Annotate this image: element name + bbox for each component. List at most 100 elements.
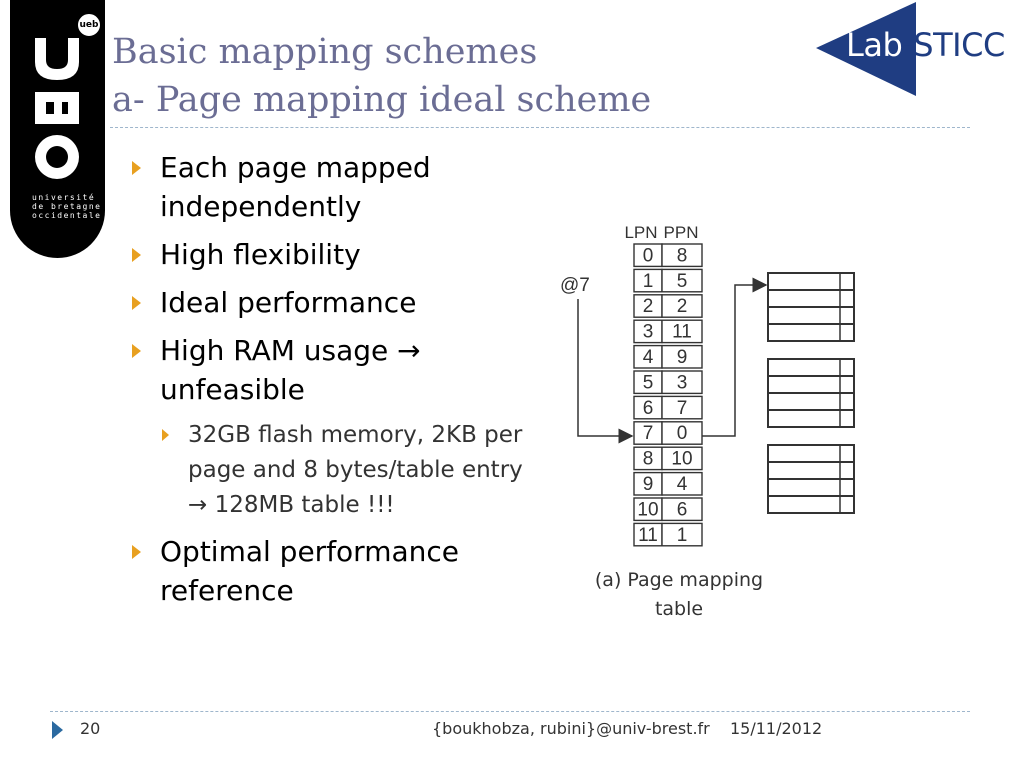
flash-page bbox=[767, 289, 855, 308]
ppn-value: 1 bbox=[677, 525, 688, 546]
flash-page bbox=[767, 495, 855, 514]
ppn-value: 2 bbox=[677, 296, 688, 317]
footer-divider bbox=[50, 711, 970, 712]
ppn-cell bbox=[661, 319, 703, 344]
flash-page bbox=[767, 306, 855, 325]
ppn-value: 0 bbox=[677, 423, 688, 444]
flash-page bbox=[767, 392, 855, 411]
ppn-cell bbox=[661, 268, 703, 293]
sub-bullet-arrow-icon bbox=[162, 429, 169, 441]
lpn-value: 11 bbox=[638, 525, 658, 546]
flash-page bbox=[767, 478, 855, 497]
flash-block bbox=[767, 444, 855, 514]
page-number: 20 bbox=[80, 719, 101, 738]
lpn-value: 4 bbox=[643, 347, 654, 368]
footer-authors: {boukhobza, rubini}@univ-brest.fr bbox=[432, 719, 710, 738]
ppn-header: PPN bbox=[664, 223, 699, 242]
sub-bullet-item: 32GB flash memory, 2KB per page and 8 by… bbox=[126, 418, 526, 523]
flash-page bbox=[767, 409, 855, 428]
bullet-item: Ideal performance bbox=[126, 283, 526, 322]
ppn-value: 6 bbox=[677, 499, 688, 520]
flash-page bbox=[767, 272, 855, 291]
lpn-header: LPN bbox=[624, 223, 657, 242]
bullet-list: Each page mapped independently High flex… bbox=[126, 148, 526, 619]
ppn-value: 8 bbox=[677, 245, 688, 266]
flash-block bbox=[767, 272, 855, 342]
ppn-cell bbox=[661, 446, 703, 471]
lpn-value: 7 bbox=[643, 423, 654, 444]
bullet-item: Each page mapped independently bbox=[126, 148, 526, 226]
address-label: @7 bbox=[560, 275, 590, 296]
lpn-value: 6 bbox=[643, 398, 654, 419]
ubo-monogram-icon bbox=[35, 38, 79, 179]
flash-blocks bbox=[767, 272, 855, 514]
ppn-cell bbox=[661, 294, 703, 318]
ppn-cell bbox=[661, 395, 703, 420]
ueb-badge: ueb bbox=[76, 12, 102, 38]
ppn-cell bbox=[661, 344, 703, 369]
lpn-value: 3 bbox=[643, 322, 654, 343]
bullet-arrow-icon bbox=[132, 296, 141, 310]
university-logo: université de bretagne occidentale bbox=[10, 0, 105, 258]
footer-arrow-icon bbox=[52, 721, 63, 739]
flash-block bbox=[767, 358, 855, 428]
ppn-value: 3 bbox=[677, 372, 688, 393]
university-name: université de bretagne occidentale bbox=[32, 193, 102, 220]
flash-page bbox=[767, 461, 855, 480]
lab-sticc-logo-text: Lab-STICC bbox=[846, 26, 1005, 64]
bullet-arrow-icon bbox=[132, 545, 141, 559]
lab-sticc-logo bbox=[816, 2, 1024, 96]
bullet-item: High RAM usage → unfeasible bbox=[126, 331, 526, 409]
slide-title: Basic mapping schemes a- Page mapping id… bbox=[112, 28, 651, 124]
ppn-cell bbox=[661, 471, 703, 496]
ppn-cell bbox=[661, 522, 703, 547]
flash-page bbox=[767, 358, 855, 377]
ppn-value: 9 bbox=[677, 347, 688, 368]
bullet-arrow-icon bbox=[132, 248, 141, 262]
flash-page bbox=[767, 375, 855, 394]
ppn-value: 11 bbox=[672, 322, 692, 343]
mapping-row: 10 6 bbox=[633, 497, 703, 522]
bullet-item: Optimal performance reference bbox=[126, 532, 526, 610]
lpn-value: 8 bbox=[643, 449, 654, 470]
ppn-value: 10 bbox=[671, 449, 692, 470]
flash-page bbox=[767, 444, 855, 463]
lpn-value: 10 bbox=[637, 499, 658, 520]
lpn-value: 0 bbox=[643, 245, 654, 266]
lookup-arrow bbox=[577, 299, 634, 444]
ppn-value: 7 bbox=[677, 398, 688, 419]
footer-date: 15/11/2012 bbox=[730, 719, 823, 738]
diagram-caption: (a) Page mapping table bbox=[594, 569, 764, 620]
lpn-value: 2 bbox=[643, 296, 654, 317]
ppn-cell bbox=[661, 370, 703, 395]
ppn-cell bbox=[661, 421, 703, 445]
ppn-value: 5 bbox=[677, 271, 688, 292]
flash-page bbox=[767, 323, 855, 342]
ppn-cell bbox=[661, 243, 703, 268]
title-divider bbox=[110, 127, 970, 128]
title-line-2: a- Page mapping ideal scheme bbox=[112, 80, 652, 120]
bullet-arrow-icon bbox=[132, 344, 141, 358]
bullet-item: High flexibility bbox=[126, 235, 526, 274]
mapping-row: 8 10 bbox=[633, 446, 703, 471]
bullet-arrow-icon bbox=[132, 161, 141, 175]
lpn-value: 9 bbox=[643, 474, 654, 495]
physical-page-arrow bbox=[702, 277, 768, 437]
lpn-value: 5 bbox=[643, 372, 654, 393]
mapping-row: 3 11 bbox=[633, 319, 703, 344]
ppn-cell bbox=[661, 497, 703, 522]
title-line-1: Basic mapping schemes bbox=[112, 32, 538, 72]
lpn-value: 1 bbox=[643, 271, 654, 292]
ppn-value: 4 bbox=[677, 474, 688, 495]
